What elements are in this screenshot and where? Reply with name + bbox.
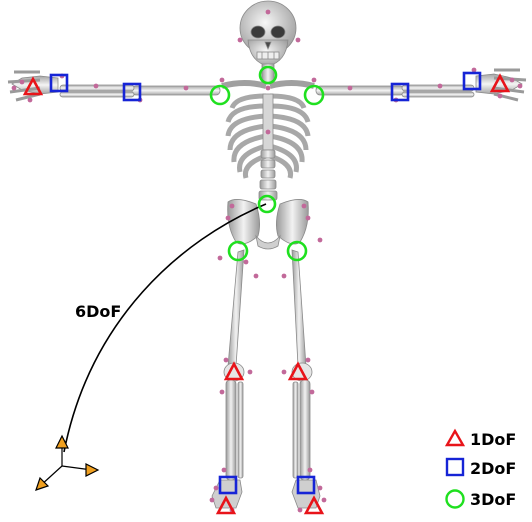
mocap-marker xyxy=(322,498,327,503)
mocap-marker xyxy=(298,508,303,513)
mocap-marker xyxy=(94,84,99,89)
mocap-marker xyxy=(312,78,317,83)
mocap-marker xyxy=(184,86,189,91)
mocap-marker xyxy=(498,94,503,99)
lumbar-spine xyxy=(259,150,277,200)
mocap-marker xyxy=(220,78,225,83)
mocap-marker xyxy=(12,86,17,91)
skeleton xyxy=(8,1,526,508)
mocap-marker xyxy=(244,260,249,265)
legend-label-1dof: 1DoF xyxy=(470,430,516,449)
mocap-marker xyxy=(266,130,271,135)
mocap-marker xyxy=(472,68,477,73)
mocap-marker xyxy=(310,390,315,395)
mocap-marker xyxy=(438,84,443,89)
left-clavicle xyxy=(270,83,314,86)
mocap-marker xyxy=(214,486,219,491)
legend-item-1dof: 1DoF xyxy=(447,430,516,449)
mocap-marker xyxy=(510,78,515,83)
mocap-marker xyxy=(230,204,235,209)
legend-item-2dof: 2DoF xyxy=(447,459,516,478)
mocap-marker xyxy=(28,98,33,103)
mocap-marker xyxy=(318,486,323,491)
triangle-icon xyxy=(447,431,463,445)
mocap-marker xyxy=(348,86,353,91)
circle-icon xyxy=(447,491,464,508)
mocap-marker xyxy=(308,468,313,473)
right-clavicle xyxy=(222,83,266,86)
mocap-marker xyxy=(306,216,311,221)
mocap-marker xyxy=(266,10,271,15)
mocap-marker xyxy=(302,204,307,209)
mocap-marker xyxy=(254,274,259,279)
mocap-marker xyxy=(266,86,271,91)
mocap-marker xyxy=(20,80,25,85)
mocap-marker xyxy=(248,370,253,375)
mocap-marker xyxy=(218,256,223,261)
mocap-marker xyxy=(238,38,243,43)
mocap-marker xyxy=(210,498,215,503)
mocap-marker xyxy=(224,358,229,363)
square-icon xyxy=(447,459,463,475)
legend: 1DoF 2DoF 3DoF xyxy=(447,430,517,509)
mocap-marker xyxy=(518,84,523,89)
mocap-marker xyxy=(222,468,227,473)
free-joint-label: 6DoF xyxy=(75,302,121,321)
mocap-marker xyxy=(296,38,301,43)
sternum xyxy=(263,94,273,150)
mocap-marker xyxy=(220,390,225,395)
mocap-marker xyxy=(306,358,311,363)
legend-label-2dof: 2DoF xyxy=(470,459,516,478)
mocap-marker xyxy=(226,216,231,221)
legend-item-3dof: 3DoF xyxy=(447,490,517,509)
mocap-marker xyxy=(282,274,287,279)
right-arm xyxy=(8,72,220,100)
legend-label-3dof: 3DoF xyxy=(470,490,516,509)
mocap-marker xyxy=(318,238,323,243)
mocap-marker xyxy=(282,370,287,375)
root-frame-icon xyxy=(36,436,98,490)
